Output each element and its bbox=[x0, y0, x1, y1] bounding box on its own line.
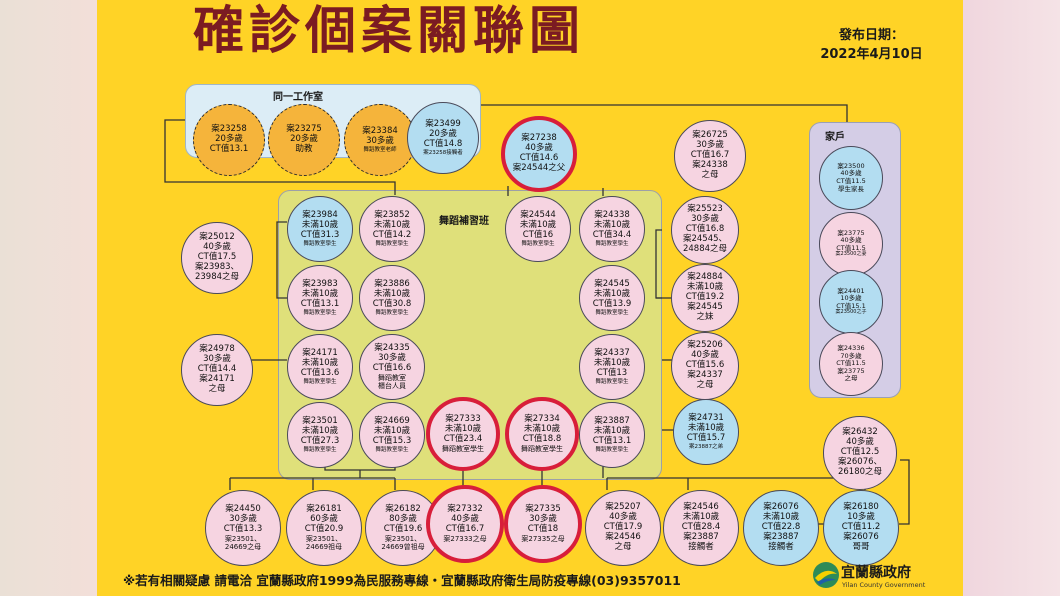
publish-date: 發布日期： 2022年4月10日 bbox=[804, 26, 939, 64]
page-title: 確診個案關聯圖 bbox=[193, 1, 586, 61]
mother-26432-bracket bbox=[899, 459, 910, 525]
yilan-government-logo-icon bbox=[813, 562, 839, 588]
mother-25523-bracket bbox=[655, 229, 662, 299]
logo-english-name: Yilan County Government bbox=[842, 581, 926, 589]
studio-household-link bbox=[481, 104, 848, 122]
footer-notice: ※若有相關疑慮 請電洽 宜蘭縣政府1999為民服務專線・宜蘭縣政府衛生局防疫專線… bbox=[123, 573, 681, 588]
household-group-label: 家戶 bbox=[825, 132, 845, 143]
poster: 確診個案關聯圖 發布日期： 2022年4月10日 同一工作室 舞蹈補習班 家戶 … bbox=[97, 0, 963, 596]
left-side-strip bbox=[0, 0, 97, 596]
mother-25012-bracket bbox=[276, 221, 287, 299]
studio-group-label: 同一工作室 bbox=[273, 92, 323, 103]
studio-23852-link bbox=[164, 119, 396, 195]
right-side-strip bbox=[963, 0, 1060, 596]
dance-class-group-label: 舞蹈補習班 bbox=[439, 216, 489, 227]
publish-date-value: 2022年4月10日 bbox=[820, 47, 923, 62]
publish-date-label: 發布日期： bbox=[838, 28, 904, 43]
logo-name: 宜蘭縣政府 bbox=[841, 565, 911, 581]
